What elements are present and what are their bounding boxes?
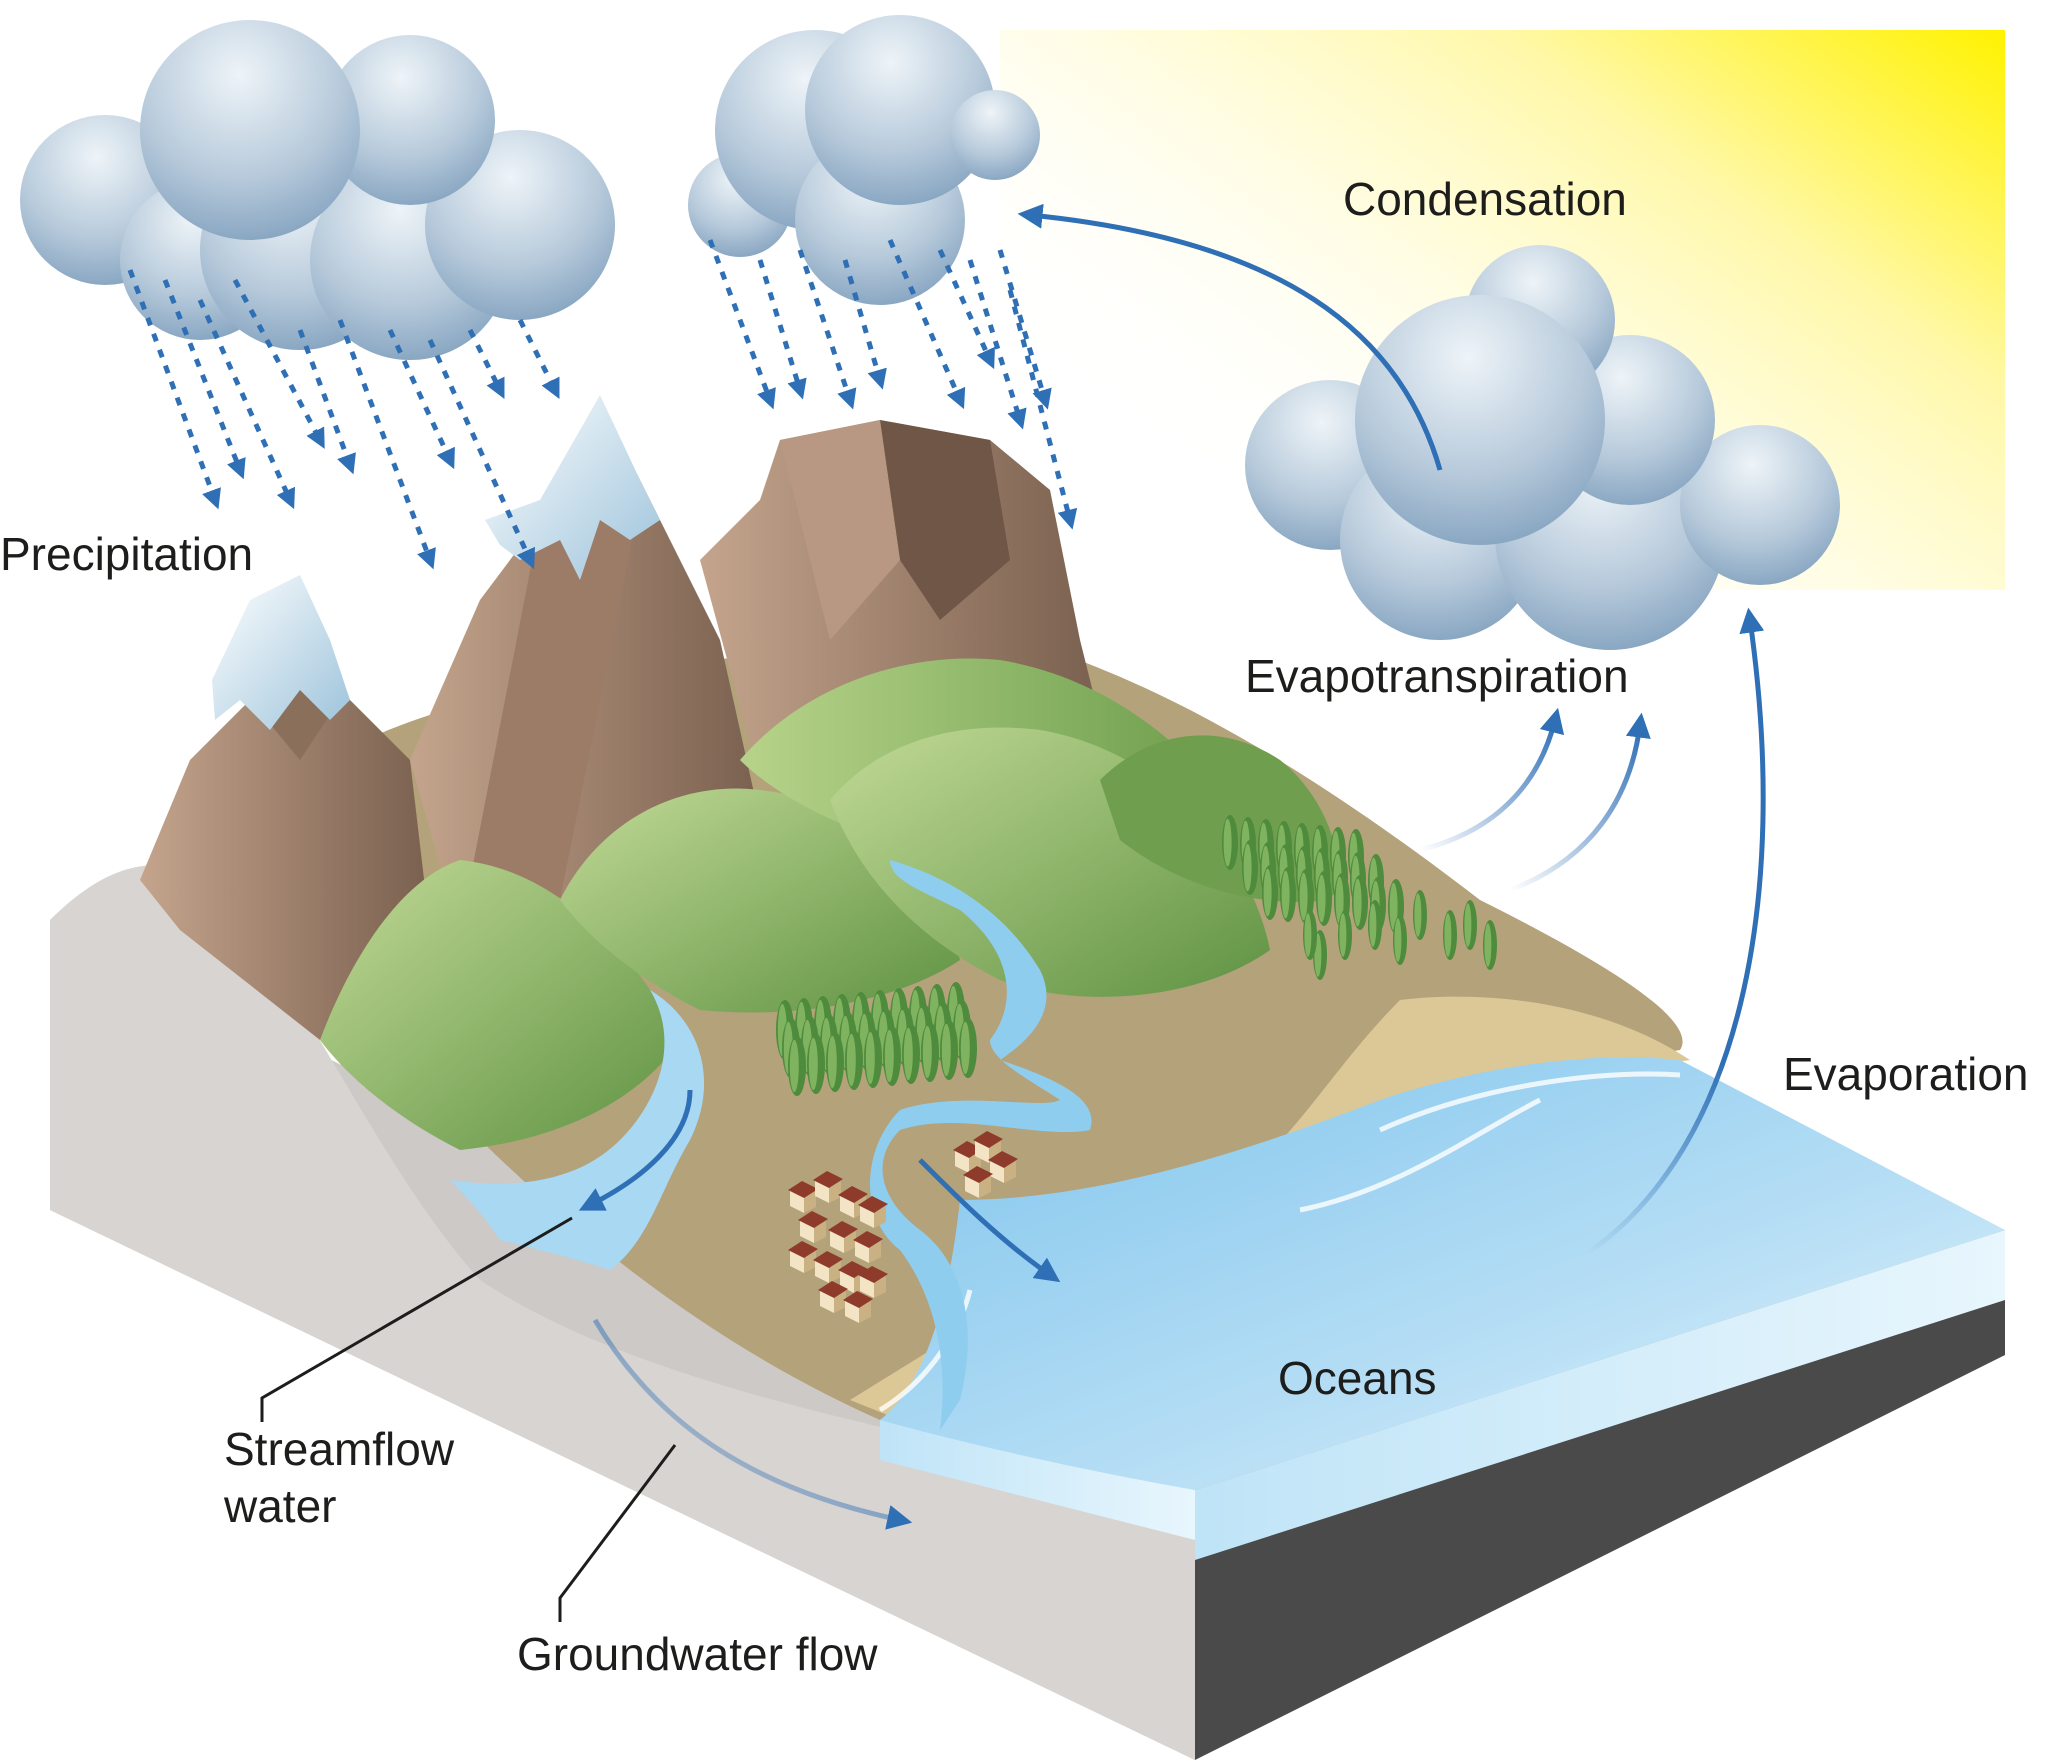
evaporation-arrow xyxy=(1583,607,1766,1258)
river-main xyxy=(870,860,1092,1430)
streamflow-arrow-1 xyxy=(578,1089,693,1211)
cloud-right xyxy=(1245,245,1840,650)
rain-streak xyxy=(517,318,560,399)
arrow-icon xyxy=(578,203,1766,1530)
house xyxy=(963,1166,993,1198)
rain-streak xyxy=(842,259,887,390)
tree xyxy=(921,1022,939,1082)
tree xyxy=(1368,900,1382,950)
rain-streak xyxy=(467,328,505,399)
rain-streak xyxy=(297,329,356,475)
tree xyxy=(1483,920,1497,970)
river xyxy=(450,990,705,1270)
rain-streak xyxy=(937,248,995,370)
cloud-icon xyxy=(20,15,1840,650)
rain-streak xyxy=(887,238,966,410)
rain-streak xyxy=(427,338,535,570)
hills xyxy=(320,658,1338,1150)
groundwater-arrow xyxy=(592,1318,913,1530)
rain-streak xyxy=(967,259,1027,430)
house xyxy=(798,1211,828,1243)
label-streamflow-line2: water xyxy=(223,1480,336,1532)
precipitation-arrows xyxy=(127,238,1078,570)
house xyxy=(813,1171,843,1203)
streamflow-leader xyxy=(260,1216,573,1422)
label-oceans: Oceans xyxy=(1278,1352,1437,1404)
house xyxy=(858,1266,888,1298)
house xyxy=(843,1291,873,1323)
label-evapotranspiration: Evapotranspiration xyxy=(1245,650,1629,702)
tree xyxy=(1280,867,1296,922)
tree xyxy=(1352,875,1368,930)
house xyxy=(858,1196,888,1228)
label-precipitation: Precipitation xyxy=(0,528,253,580)
rain-streak xyxy=(1007,289,1078,530)
tree xyxy=(1222,815,1238,870)
tree xyxy=(1303,910,1317,960)
rain-streak xyxy=(387,328,455,470)
house xyxy=(788,1181,818,1213)
tree xyxy=(1242,840,1258,895)
evapotranspiration-arrow-2 xyxy=(1509,712,1651,893)
tree xyxy=(1413,890,1427,940)
rain-streak xyxy=(232,278,325,449)
streamflow-arrow-2 xyxy=(918,1158,1061,1283)
tree xyxy=(1463,900,1477,950)
evapotranspiration-arrow-1 xyxy=(1419,707,1565,853)
rain-streak xyxy=(707,239,776,410)
rain-streak xyxy=(127,269,221,510)
tree xyxy=(788,1036,806,1096)
terrain-block xyxy=(50,865,2005,1760)
rain-streak xyxy=(757,259,807,400)
house xyxy=(853,1231,883,1263)
house xyxy=(988,1151,1018,1183)
tree xyxy=(807,1034,825,1094)
condensation-arrow xyxy=(1017,203,1443,471)
tree xyxy=(1262,865,1278,920)
label-condensation: Condensation xyxy=(1343,173,1627,225)
ocean xyxy=(880,1057,2005,1490)
tree xyxy=(940,1020,958,1080)
tree xyxy=(845,1030,863,1090)
house xyxy=(813,1251,843,1283)
cloud-middle xyxy=(688,15,1040,305)
tree xyxy=(1316,871,1332,926)
tree xyxy=(1443,910,1457,960)
house xyxy=(788,1241,818,1273)
tree-icon xyxy=(776,815,1497,1096)
mountain-icon xyxy=(140,395,1100,1040)
label-streamflow-line1: Streamflow xyxy=(224,1423,455,1475)
house-icon xyxy=(788,1131,1018,1323)
cloud-left xyxy=(20,20,615,360)
label-evaporation: Evaporation xyxy=(1783,1048,2029,1100)
groundwater-leader xyxy=(558,1444,677,1622)
tree xyxy=(902,1024,920,1084)
tree xyxy=(826,1032,844,1092)
tree xyxy=(883,1026,901,1086)
tree xyxy=(959,1018,977,1078)
rain-streak xyxy=(197,298,296,510)
label-groundwater-flow: Groundwater flow xyxy=(517,1628,878,1680)
tree xyxy=(864,1028,882,1088)
tree xyxy=(1393,915,1407,965)
house xyxy=(818,1281,848,1313)
house xyxy=(828,1221,858,1253)
tree xyxy=(1338,910,1352,960)
rain-streak xyxy=(162,279,246,480)
